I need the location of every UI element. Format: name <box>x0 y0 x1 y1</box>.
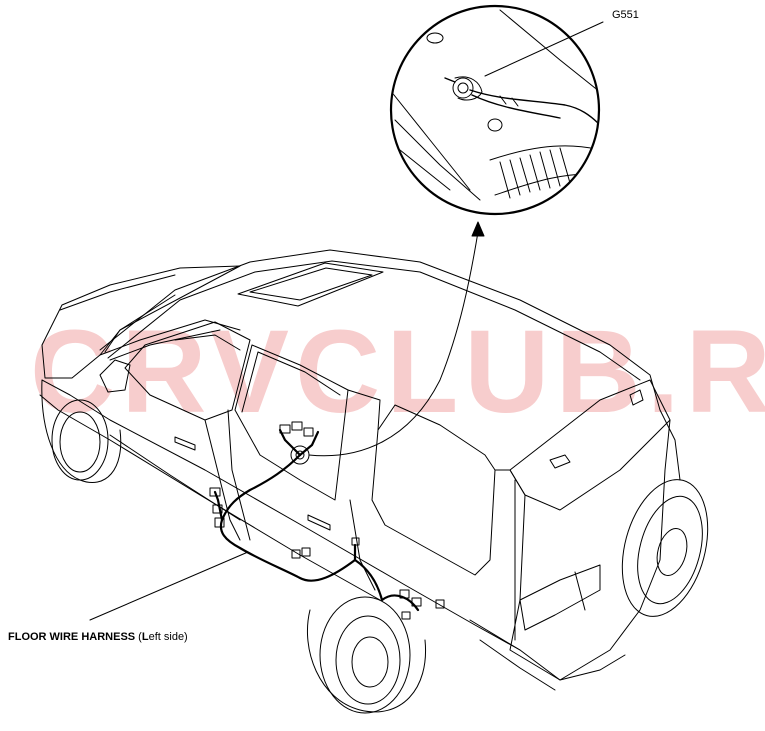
front-wheel <box>41 379 122 483</box>
side-mirror <box>99 359 131 393</box>
watermark-text: CRVCLUB.RU <box>30 306 765 438</box>
rear-lamp <box>519 564 601 631</box>
floor-wire-harness-label: FLOOR WIRE HARNESS (Left side) <box>8 631 188 643</box>
rear-door-window <box>234 344 349 501</box>
hood <box>41 265 241 379</box>
detail-pointer-line <box>308 231 479 457</box>
front-door-window <box>124 321 251 421</box>
front-door-handle <box>174 436 196 451</box>
rear-bumper <box>469 619 626 681</box>
harness-connectors <box>209 421 445 620</box>
harness-label-bold: FLOOR WIRE HARNESS <box>8 631 135 643</box>
vehicle-body <box>39 249 681 691</box>
rear-door-handle <box>307 514 331 531</box>
detail-pointer-arrowhead <box>471 221 485 237</box>
harness-label-paren: ( <box>135 631 142 643</box>
sunroof <box>237 262 384 307</box>
harness-label-l: L <box>142 631 149 643</box>
harness-leader-line <box>89 551 249 621</box>
spare-tire <box>621 479 709 617</box>
rear-glass <box>509 379 671 511</box>
g551-label: G551 <box>612 9 639 21</box>
rear-wheel <box>306 596 427 714</box>
harness-label-rest: eft side) <box>149 631 188 643</box>
quarter-window <box>371 404 496 576</box>
floor-wire-harness <box>213 428 420 612</box>
tailgate <box>494 419 671 681</box>
detail-inset <box>389 4 601 216</box>
g551-leader-line <box>484 21 604 77</box>
